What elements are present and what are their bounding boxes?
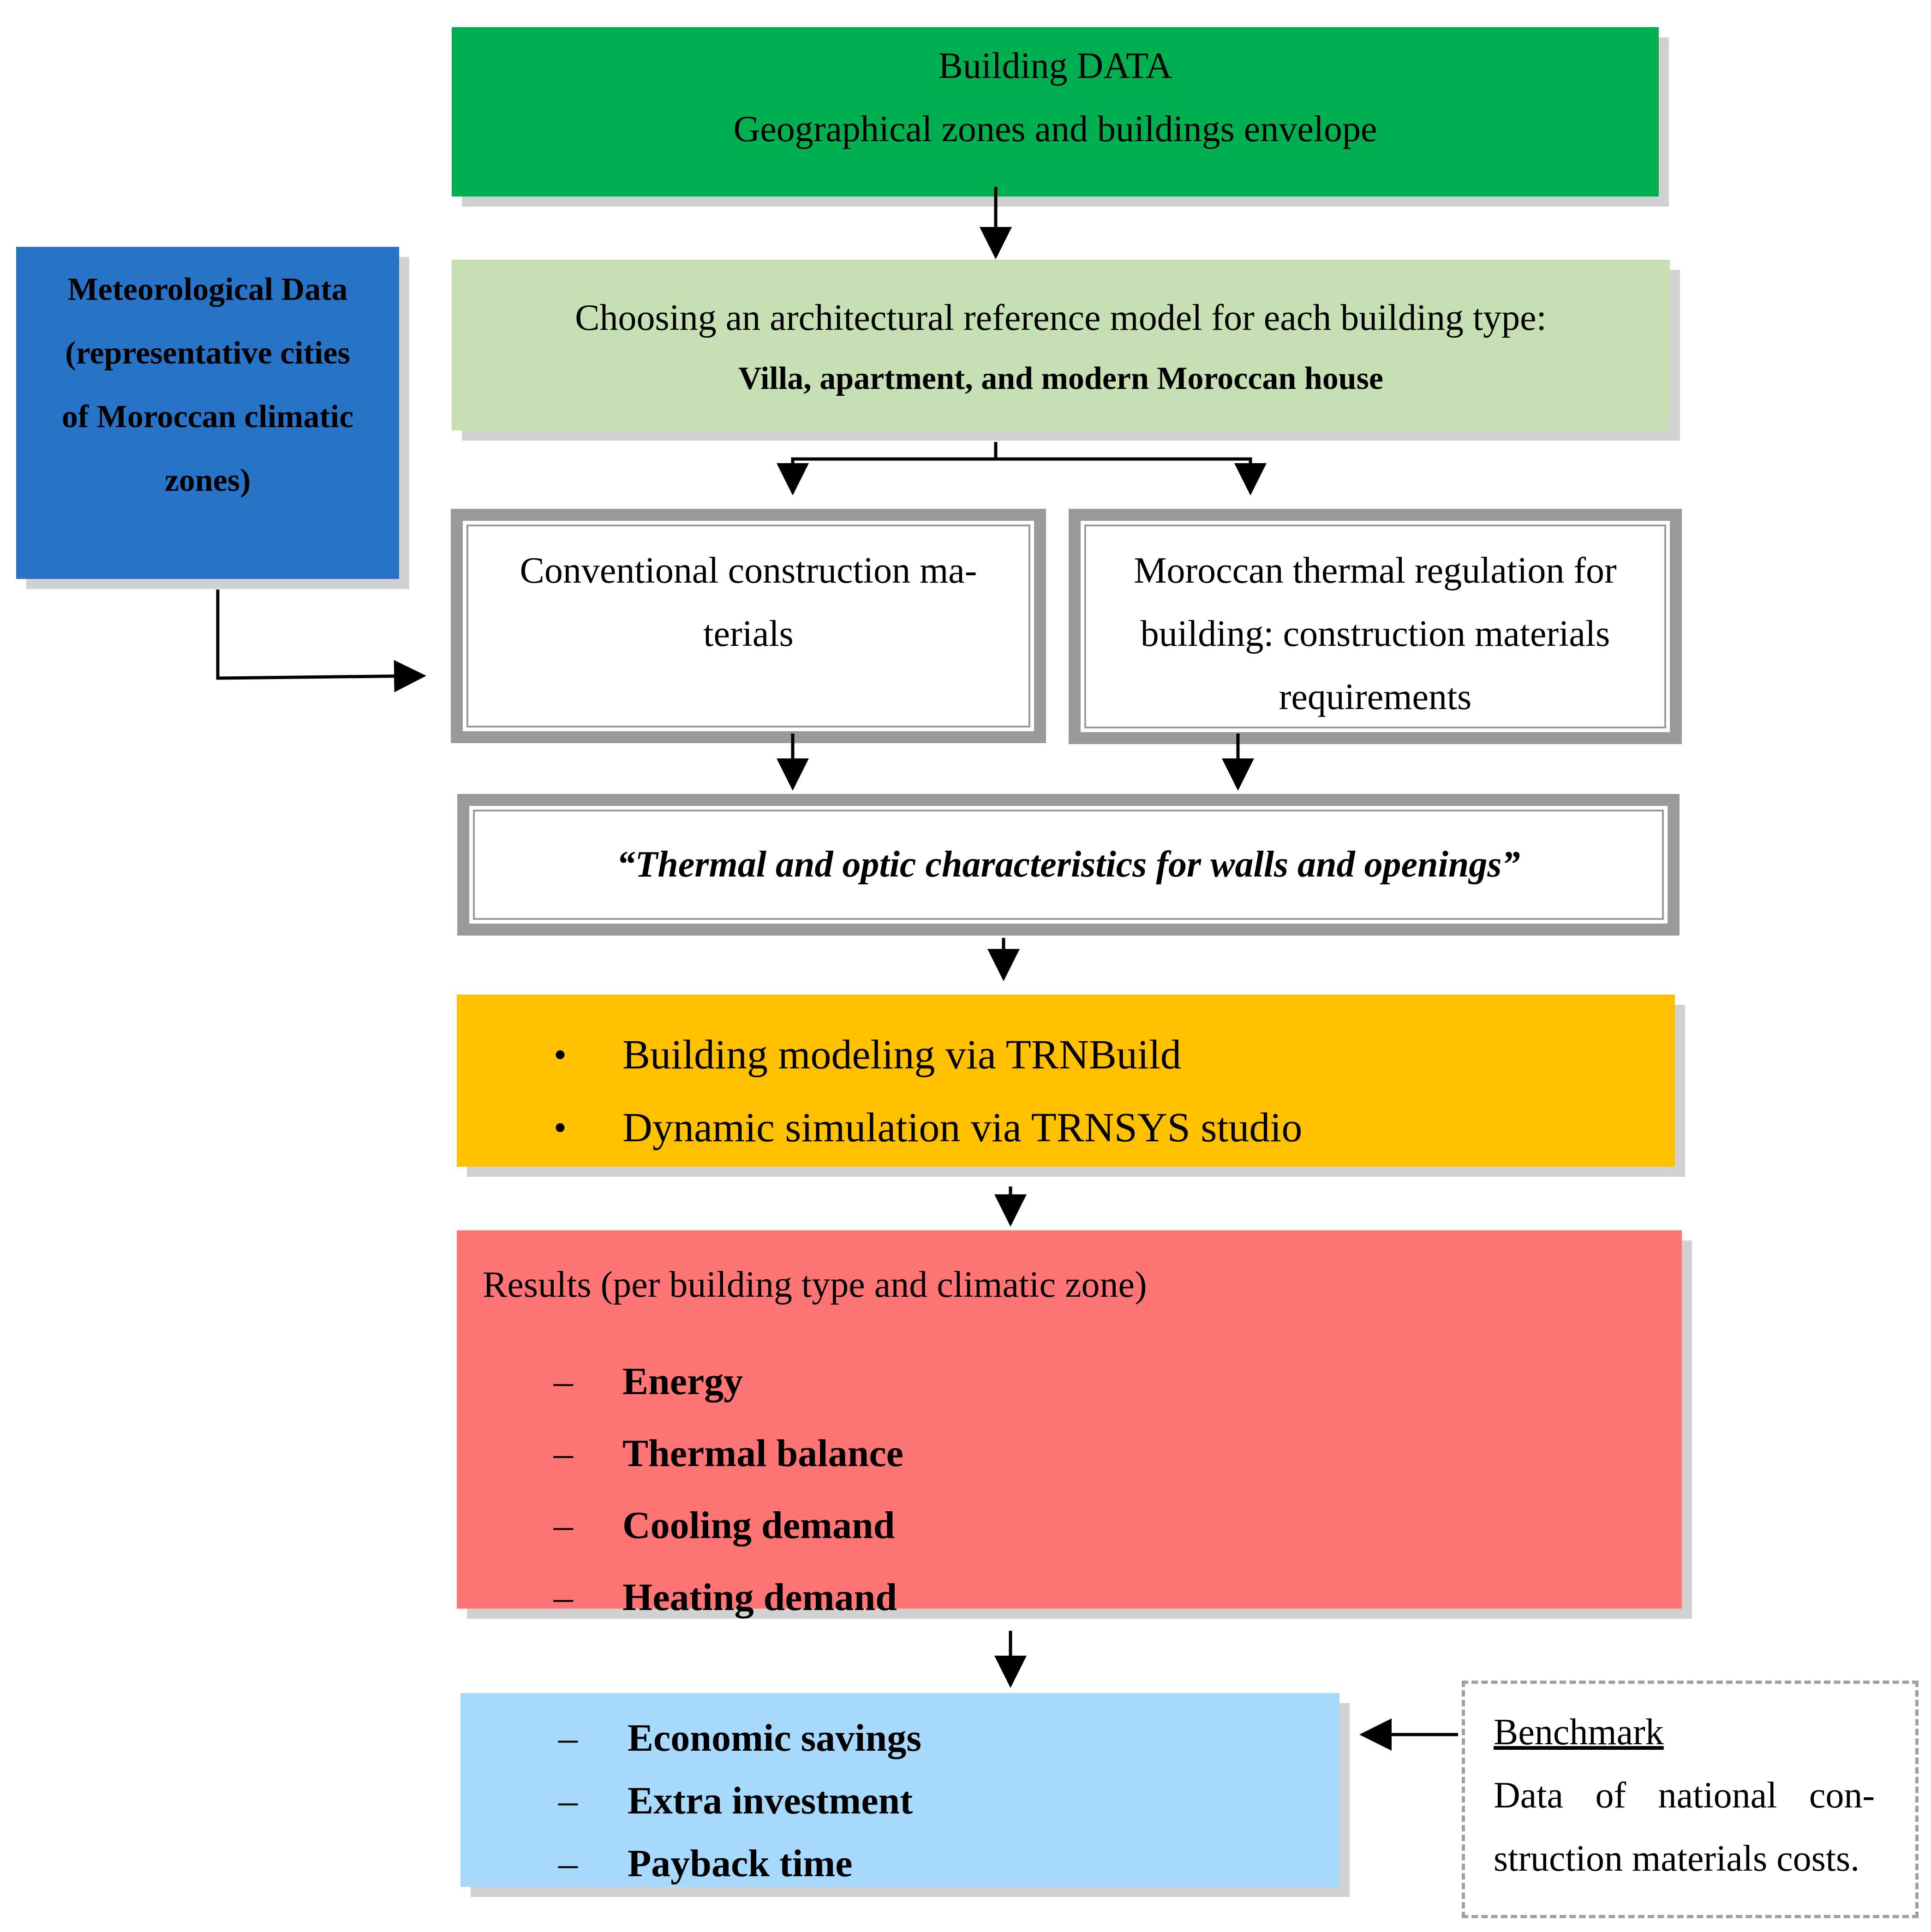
meteorological-line-4: zones) [164, 463, 251, 498]
regulation-line-3: requirements [1279, 677, 1472, 717]
results-item-label: Energy [622, 1360, 743, 1403]
thermal-characteristics-label: “Thermal and optic characteristics for w… [616, 844, 1520, 885]
conventional-materials-box: Conventional construction ma- terials [451, 509, 1046, 743]
bullet-icon: • [554, 1035, 567, 1075]
simulation-item: • Building modeling via TRNBuild [457, 1019, 1302, 1091]
thermal-characteristics-inner-border [473, 810, 1664, 920]
simulation-item-label: Building modeling via TRNBuild [622, 1032, 1181, 1078]
results-item: – Energy [457, 1346, 903, 1418]
benchmark-body: Data of national con- struction material… [1494, 1764, 1875, 1890]
results-list: – Energy – Thermal balance – Cooling demand… [457, 1346, 903, 1634]
dash-icon: – [554, 1504, 573, 1547]
reference-model-types: Villa, apartment, and modern Moroccan ho… [738, 361, 1384, 396]
economics-box: – Economic savings – Extra investment – Pay… [460, 1693, 1339, 1887]
reference-model-box: Choosing an architectural reference mode… [452, 260, 1670, 430]
meteorological-line-2: (representative cities [65, 335, 350, 371]
thermal-regulation-inner-border [1084, 525, 1666, 728]
results-item: – Thermal balance [457, 1418, 903, 1490]
dash-icon: – [558, 1842, 578, 1885]
conventional-line-1: Conventional construction ma- [520, 550, 977, 591]
regulation-line-2: building: construction materials [1140, 614, 1610, 654]
building-data-subtitle: Geographical zones and buildings envelop… [733, 109, 1377, 149]
results-box: Results (per building type and climatic … [457, 1230, 1682, 1619]
simulation-list: • Building modeling via TRNBuild • Dynam… [457, 1019, 1302, 1164]
building-data-title: Building DATA [938, 46, 1172, 86]
results-item-label: Thermal balance [622, 1432, 903, 1475]
thermal-regulation-box: Moroccan thermal regulation for building… [1069, 509, 1682, 744]
conventional-materials-text: Conventional construction ma- terials [463, 521, 1034, 731]
thermal-characteristics-box: “Thermal and optic characteristics for w… [457, 794, 1680, 936]
economics-item-label: Payback time [628, 1842, 853, 1885]
thermal-regulation-text: Moroccan thermal regulation for building… [1081, 521, 1670, 732]
results-item-label: Heating demand [622, 1576, 897, 1619]
economics-item: – Extra investment [460, 1770, 921, 1832]
economics-list: – Economic savings – Extra investment – Pay… [460, 1707, 921, 1895]
simulation-item-label: Dynamic simulation via TRNSYS studio [622, 1105, 1303, 1151]
economics-item: – Payback time [460, 1832, 921, 1895]
connector-reference-split [777, 442, 998, 495]
dash-icon: – [558, 1717, 578, 1759]
results-item: – Cooling demand [457, 1490, 903, 1562]
benchmark-line-1: Data of national con- [1494, 1775, 1875, 1816]
economics-item-label: Economic savings [628, 1717, 922, 1759]
thermal-characteristics-text: “Thermal and optic characteristics for w… [469, 806, 1668, 924]
results-item-label: Cooling demand [622, 1504, 895, 1547]
arrow-meteorological-to-materials [216, 590, 426, 692]
results-heading: Results (per building type and climatic … [483, 1264, 1147, 1305]
economics-item: – Economic savings [460, 1707, 921, 1770]
benchmark-title: Benchmark [1494, 1712, 1664, 1753]
dash-icon: – [554, 1432, 573, 1475]
building-data-box: Building DATA Geographical zones and bui… [452, 27, 1659, 197]
simulation-box: • Building modeling via TRNBuild • Dynam… [457, 995, 1675, 1167]
simulation-item: • Dynamic simulation via TRNSYS studio [457, 1091, 1302, 1164]
bullet-icon: • [554, 1108, 567, 1148]
benchmark-box: Benchmark Data of national con- structio… [1462, 1681, 1919, 1918]
economics-item-label: Extra investment [628, 1779, 913, 1822]
meteorological-line-3: of Moroccan climatic [61, 399, 354, 435]
dash-icon: – [554, 1360, 573, 1403]
results-item: – Heating demand [457, 1562, 903, 1634]
meteorological-data-box: Meteorological Data (representative citi… [16, 247, 399, 579]
meteorological-line-1: Meteorological Data [67, 272, 348, 307]
dash-icon: – [554, 1576, 573, 1619]
reference-model-title: Choosing an architectural reference mode… [575, 298, 1547, 338]
conventional-materials-inner-border [466, 525, 1030, 727]
arrow-split-to-regulation [996, 457, 1267, 495]
conventional-line-2: terials [703, 614, 794, 654]
benchmark-line-2: struction materials costs. [1494, 1838, 1860, 1879]
dash-icon: – [558, 1779, 578, 1822]
regulation-line-1: Moroccan thermal regulation for [1134, 550, 1617, 591]
